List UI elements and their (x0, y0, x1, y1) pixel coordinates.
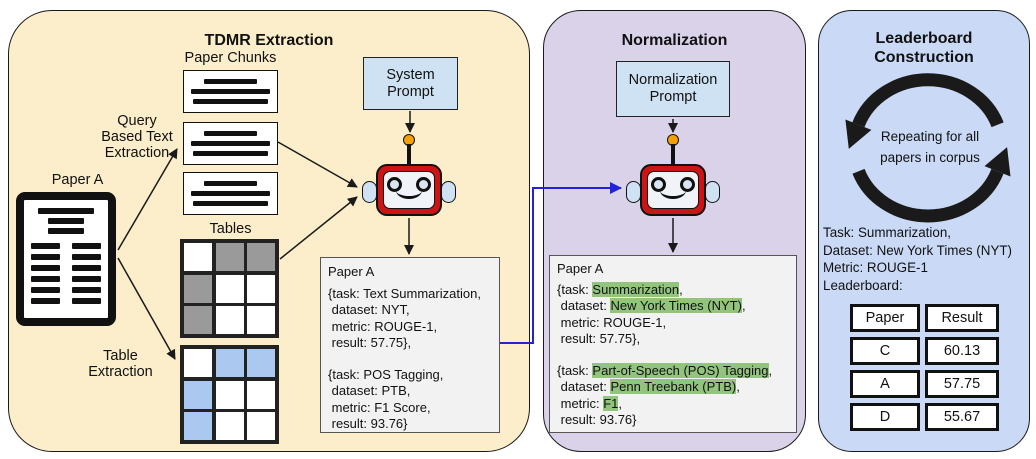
text-line (203, 79, 258, 84)
text-line (193, 99, 268, 104)
leaderboard-table: Paper Result C 60.13 A 57.75 D 55.67 (845, 299, 1004, 436)
table-cell (215, 243, 244, 271)
robot-face (383, 171, 435, 209)
normalized-output-records: {task: Summarization, dataset: New York … (557, 282, 773, 427)
normalization-prompt-box: Normalization Prompt (616, 61, 730, 117)
table-cell (247, 380, 275, 409)
robot-ear-right (441, 181, 456, 203)
robot-head (376, 164, 442, 216)
doc-subtitle-line (47, 228, 85, 234)
table-cell (247, 306, 275, 334)
paper-a-label: Paper A (51, 172, 104, 188)
robot-smile (396, 182, 422, 199)
table-cell (184, 412, 212, 440)
table-row: D 55.67 (850, 403, 999, 431)
robot-head (640, 164, 706, 216)
result-column-header: Result (925, 304, 999, 332)
table-row: A 57.75 (850, 370, 999, 398)
tdmr-panel-title: TDMR Extraction (204, 32, 334, 49)
table-extraction-label: Table Extraction (88, 348, 153, 380)
tables-label: Tables (209, 221, 252, 237)
paper-a-document-icon (16, 192, 116, 326)
text-line (193, 151, 268, 156)
paper-cell: D (850, 403, 920, 431)
text-line (193, 201, 268, 206)
paper-chunk-1 (183, 70, 278, 113)
output-box-title: Paper A (557, 261, 604, 276)
paper-chunk-2 (183, 122, 278, 165)
task-line: Task: Summarization, (823, 225, 951, 240)
output-box-title: Paper A (328, 264, 375, 279)
table-cell (215, 380, 244, 409)
table-cell (184, 306, 212, 334)
table-cell (247, 349, 275, 377)
table-cell (215, 274, 244, 303)
leaderboard-line: Leaderboard: (823, 277, 903, 293)
doc-two-column-text (31, 243, 101, 304)
system-prompt-box: System Prompt (363, 57, 458, 110)
text-line (191, 89, 270, 94)
extracted-table-blue (180, 345, 279, 444)
table-cell (184, 380, 212, 409)
table-cell (184, 274, 212, 303)
leaderboard-header-row: Paper Result (850, 304, 999, 332)
repeating-for-all-papers-label: Repeating for all papers in corpus (880, 129, 980, 165)
dataset-line: Dataset: New York Times (NYT) (823, 242, 1013, 258)
llm-robot-icon (362, 134, 456, 218)
normalization-panel-title: Normalization (621, 32, 728, 49)
table-cell (247, 412, 275, 440)
robot-ear-left (362, 181, 377, 203)
robot-smile (660, 182, 686, 199)
text-line (203, 131, 258, 136)
table-cell (215, 349, 244, 377)
leaderboard-info-text: Task: Summarization, Dataset: New York T… (823, 224, 1023, 294)
text-line (191, 191, 270, 196)
table-cell (215, 306, 244, 334)
robot-antenna-stem (407, 144, 411, 165)
metric-line: Metric: ROUGE-1 (823, 260, 928, 276)
tdmr-output-records: {task: Text Summarization, dataset: NYT,… (328, 286, 481, 431)
normalized-output-box: Paper A {task: Summarization, dataset: N… (549, 255, 797, 433)
paper-cell: C (850, 337, 920, 365)
robot-ear-right (705, 181, 720, 203)
paper-chunks-label: Paper Chunks (184, 50, 277, 66)
text-line (203, 181, 258, 186)
paper-chunk-3 (183, 172, 278, 215)
robot-ear-left (626, 181, 641, 203)
robot-antenna-stem (671, 144, 675, 165)
paper-column-header: Paper (850, 304, 920, 332)
extracted-table-gray (180, 239, 279, 338)
llm-robot-icon (626, 134, 720, 218)
table-cell (247, 274, 275, 303)
table-row: C 60.13 (850, 337, 999, 365)
result-cell: 55.67 (925, 403, 999, 431)
tdmr-output-box: Paper A {task: Text Summarization, datas… (320, 257, 500, 433)
table-cell (184, 243, 212, 271)
doc-subtitle-line (47, 218, 85, 224)
table-cell (247, 243, 275, 271)
table-cell (215, 412, 244, 440)
result-cell: 57.75 (925, 370, 999, 398)
leaderboard-panel-title: Leaderboard Construction (874, 30, 974, 66)
query-based-text-extraction-label: Query Based Text Extraction (101, 113, 173, 161)
text-line (191, 141, 270, 146)
doc-title-line (38, 208, 94, 214)
result-cell: 60.13 (925, 337, 999, 365)
paper-cell: A (850, 370, 920, 398)
robot-face (647, 171, 699, 209)
table-cell (184, 349, 212, 377)
